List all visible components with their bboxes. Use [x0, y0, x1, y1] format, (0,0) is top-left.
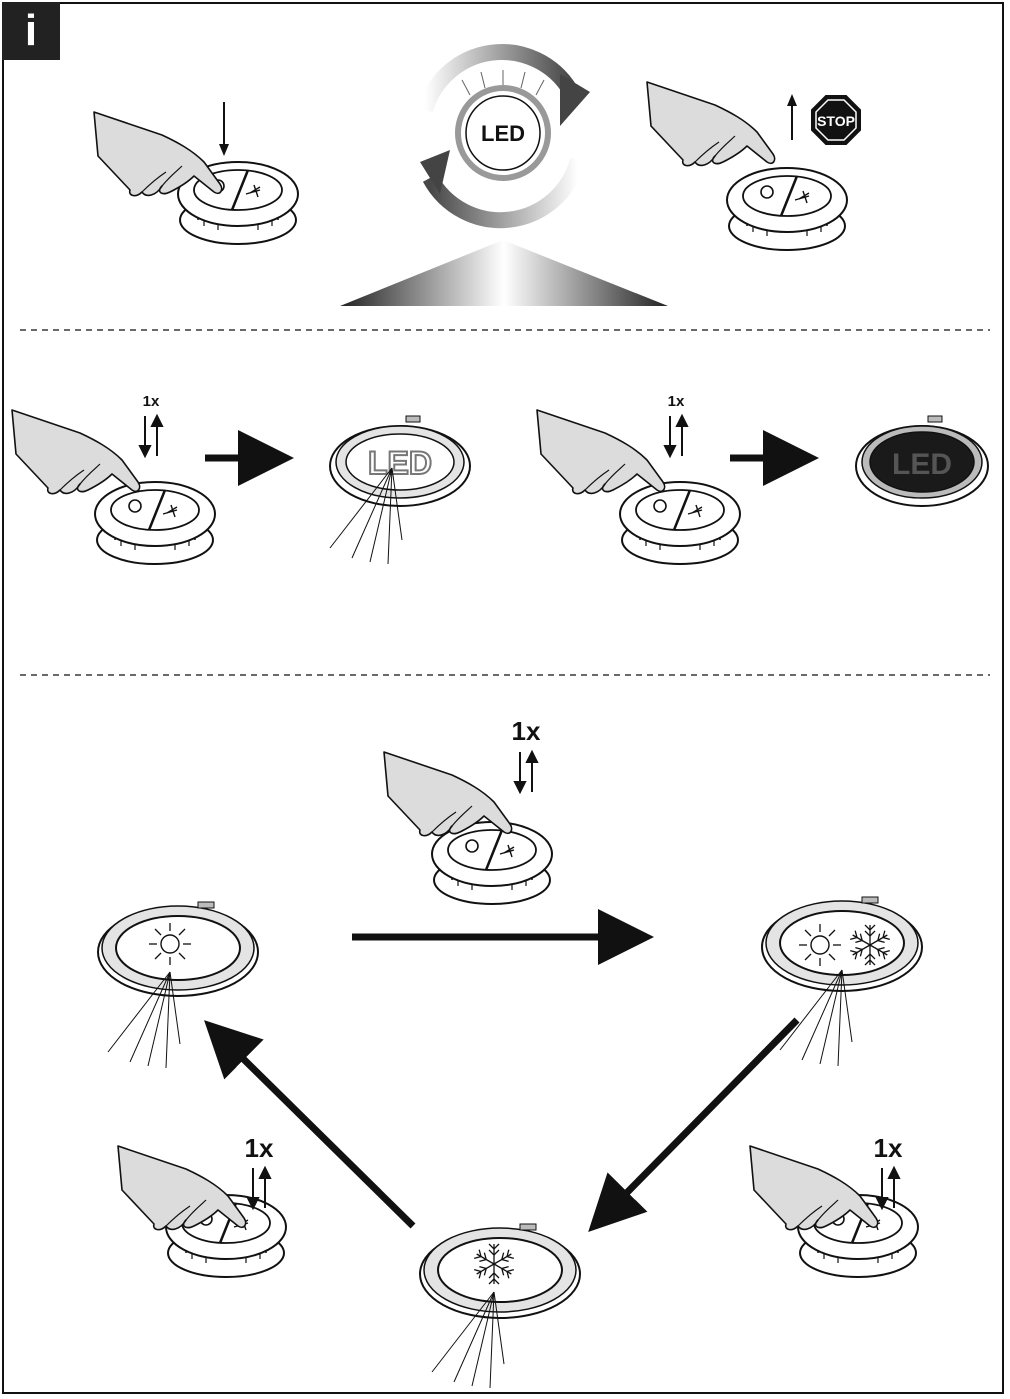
switch-icon: [93, 480, 217, 566]
recessed-light-off-icon: LED: [855, 415, 989, 507]
press-count-label: 1x: [512, 716, 541, 746]
section-3-color-temperature-cycle: 1x 1x 1x: [97, 716, 923, 1389]
sun-icon: [798, 923, 842, 967]
led-label: LED: [481, 121, 525, 146]
led-label: LED: [892, 448, 952, 481]
pointing-hand-icon: [536, 409, 666, 495]
pointing-hand-icon: [117, 1145, 247, 1231]
arrow-up-left-icon: [204, 1020, 416, 1229]
sun-icon: [148, 922, 192, 966]
release-up-arrow-icon: [787, 94, 797, 140]
section-1-press-and-hold: LED STOP: [93, 44, 861, 306]
stop-label: STOP: [817, 113, 855, 129]
info-badge: i: [2, 2, 60, 60]
press-count-label: 1x: [874, 1133, 903, 1163]
press-count-label: 1x: [143, 393, 160, 410]
pointing-hand-icon: [383, 751, 513, 837]
stop-sign-icon: STOP: [811, 95, 861, 145]
section-2-on-off: 1x LED 1x LED: [11, 393, 989, 566]
led-label: LED: [368, 445, 432, 481]
press-down-arrow-icon: [219, 102, 229, 156]
brightness-ramp: [340, 240, 668, 306]
pointing-hand-icon: [646, 81, 776, 167]
recessed-light-icon: [419, 1223, 581, 1319]
press-release-arrows-icon: [139, 415, 163, 457]
recessed-light-icon: LED: [329, 415, 471, 507]
pointing-hand-icon: [93, 111, 223, 197]
switch-icon: [725, 166, 849, 252]
dimming-cycle-icon: LED: [417, 44, 590, 229]
press-release-arrows-icon: [664, 415, 688, 457]
press-count-label: 1x: [668, 393, 685, 410]
pointing-hand-icon: [749, 1145, 879, 1231]
arrow-down-left-icon: [588, 1017, 800, 1232]
switch-icon: [618, 480, 742, 566]
switch-icon: [430, 820, 554, 906]
press-release-arrows-icon: [514, 751, 538, 793]
press-count-label: 1x: [245, 1133, 274, 1163]
pointing-hand-icon: [11, 409, 141, 495]
